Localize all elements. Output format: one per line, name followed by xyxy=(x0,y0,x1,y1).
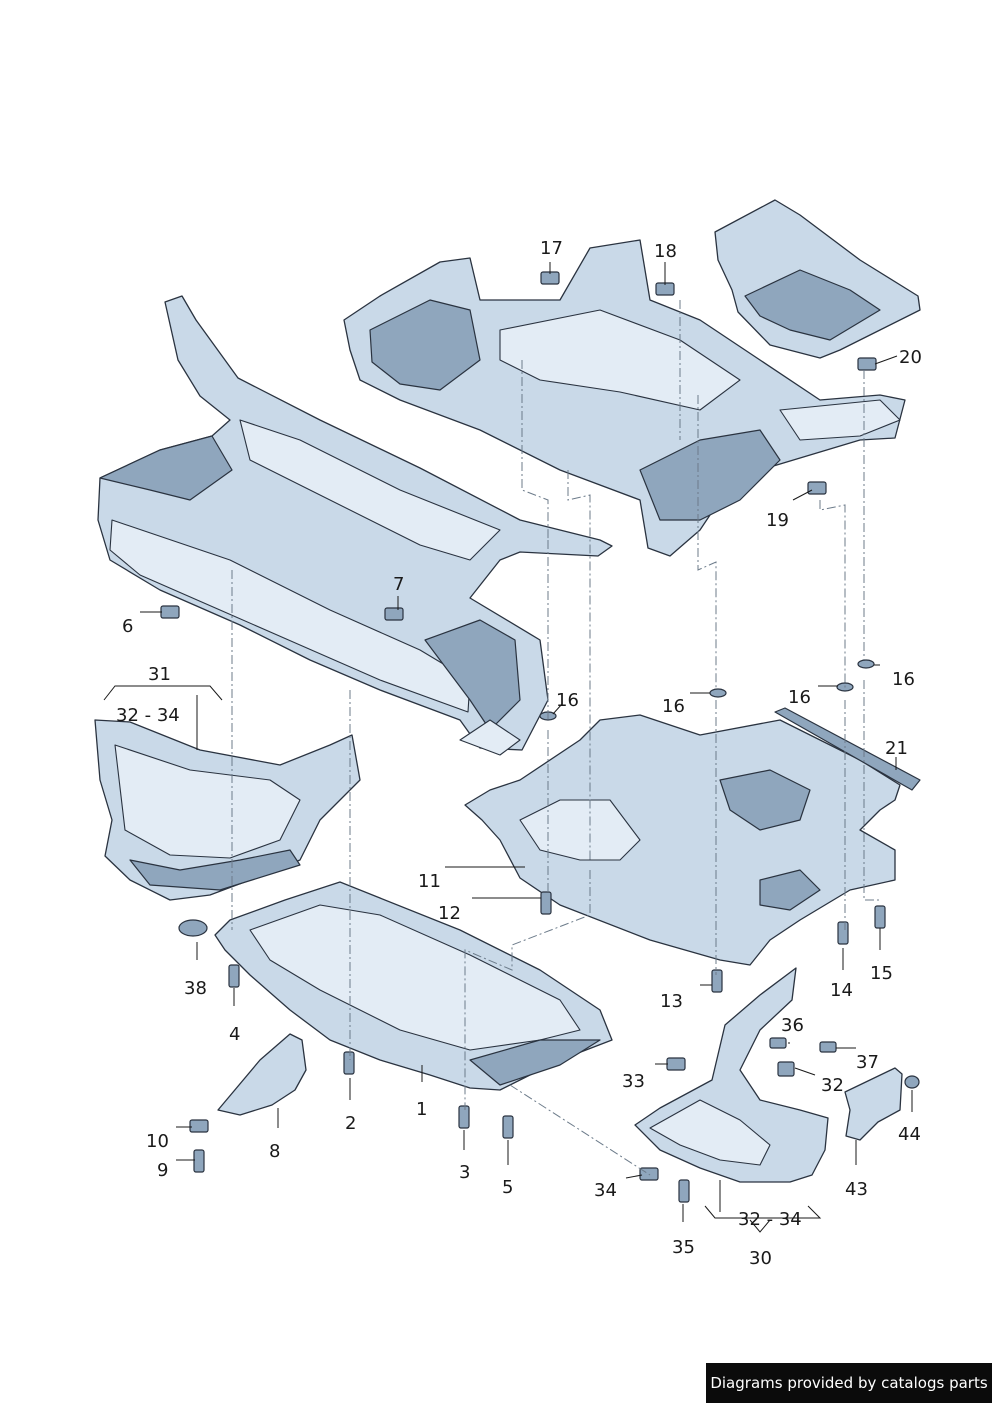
callout-2: 2 xyxy=(345,1113,356,1134)
noise-insulation-tray xyxy=(464,714,901,966)
callout-1: 1 xyxy=(416,1099,427,1120)
callout-15: 15 xyxy=(870,963,893,984)
callout-16-c: 16 xyxy=(788,687,811,708)
callout-31: 31 xyxy=(148,664,171,685)
callout-19: 19 xyxy=(766,510,789,531)
bracket xyxy=(844,1067,903,1141)
callout-4: 4 xyxy=(229,1024,240,1045)
callout-12: 12 xyxy=(438,903,461,924)
leader-lines xyxy=(103,262,913,1233)
attribution-footer: Diagrams provided by catalogs parts xyxy=(706,1363,992,1403)
callout-43: 43 xyxy=(845,1179,868,1200)
callout-8: 8 xyxy=(269,1141,280,1162)
callout-16-b: 16 xyxy=(662,696,685,717)
callout-32-34-left: 32 - 34 xyxy=(116,705,180,726)
wheel-housing-liner-right xyxy=(634,967,829,1183)
callout-20: 20 xyxy=(899,347,922,368)
callout-6: 6 xyxy=(122,616,133,637)
callout-34: 34 xyxy=(594,1180,617,1201)
callout-36: 36 xyxy=(781,1015,804,1036)
callout-37: 37 xyxy=(856,1052,879,1073)
callout-labels: 17 18 20 19 7 6 31 32 - 34 16 16 16 16 2… xyxy=(116,238,922,1269)
wheel-housing-liner-left xyxy=(94,719,361,901)
front-cross-member xyxy=(97,295,613,756)
callout-16-a: 16 xyxy=(556,690,579,711)
alignment-lines xyxy=(231,300,882,1176)
callout-30: 30 xyxy=(749,1248,772,1269)
callout-13: 13 xyxy=(660,991,683,1012)
callout-11: 11 xyxy=(418,871,441,892)
callout-44: 44 xyxy=(898,1124,921,1145)
callout-16-d: 16 xyxy=(892,669,915,690)
callout-3: 3 xyxy=(459,1162,470,1183)
callout-18: 18 xyxy=(654,241,677,262)
seal-strip xyxy=(774,707,921,791)
callout-5: 5 xyxy=(502,1177,513,1198)
callout-32: 32 xyxy=(821,1075,844,1096)
trim-panel xyxy=(217,1033,307,1116)
callout-21: 21 xyxy=(885,738,908,759)
callout-9: 9 xyxy=(157,1160,168,1181)
callout-32-34-right: 32 - 34 xyxy=(738,1209,802,1230)
callout-14: 14 xyxy=(830,980,853,1001)
callout-35: 35 xyxy=(672,1237,695,1258)
underbody-guard xyxy=(214,881,613,1091)
callout-10: 10 xyxy=(146,1131,169,1152)
engine-mount-bracket xyxy=(714,199,921,359)
callout-7: 7 xyxy=(393,574,404,595)
callout-38: 38 xyxy=(184,978,207,999)
callout-17: 17 xyxy=(540,238,563,259)
callout-33: 33 xyxy=(622,1071,645,1092)
